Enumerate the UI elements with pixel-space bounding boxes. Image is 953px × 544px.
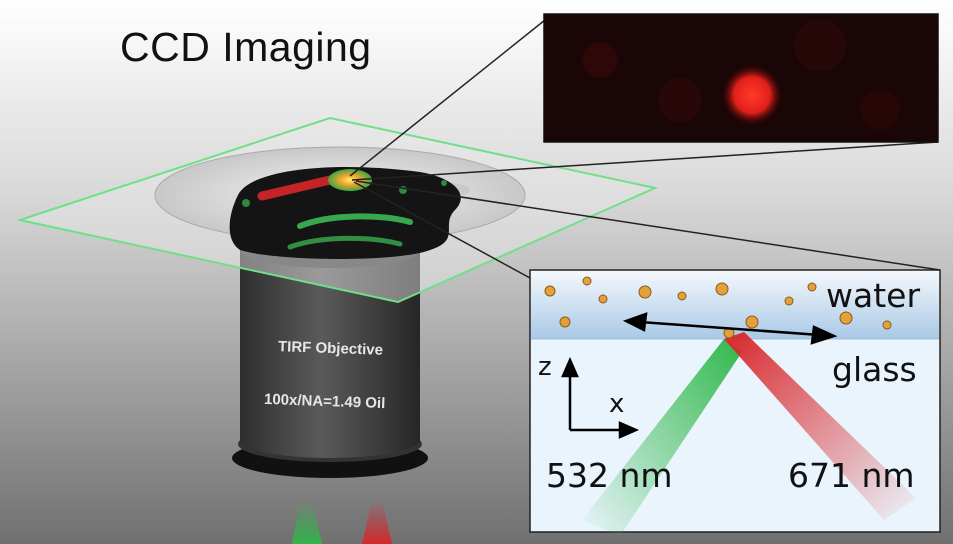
zoom-line-ccd-left [349,19,546,177]
zoom-line-inset-right [355,180,941,271]
green-beam [582,339,742,536]
green-input-beam [292,500,322,544]
tirf-inset [529,269,941,536]
red-wavelength-label: 671 nm [788,456,915,495]
green-reflection-1 [297,213,413,229]
water-label: water [826,276,921,315]
red-input-beam [362,500,392,544]
glass-label: glass [832,350,917,389]
z-axis-label: z [538,352,552,382]
ccd-image [543,13,939,143]
zoom-line-inset-left [353,181,531,279]
lateral-arrow [622,312,838,345]
green-wavelength-label: 532 nm [546,456,673,495]
particles [544,276,892,339]
objective-body [240,250,420,458]
objective-name-label: TIRF Objective [277,338,384,359]
x-axis-label: x [609,389,625,419]
red-beam [724,332,916,520]
droplet-3 [441,180,447,186]
axes-icon [561,356,640,439]
green-reflection-2 [287,235,403,250]
zoom-line-ccd-right [351,141,939,181]
page-title: CCD Imaging [120,24,372,70]
droplet-2 [242,199,250,207]
red-streak [257,175,335,201]
